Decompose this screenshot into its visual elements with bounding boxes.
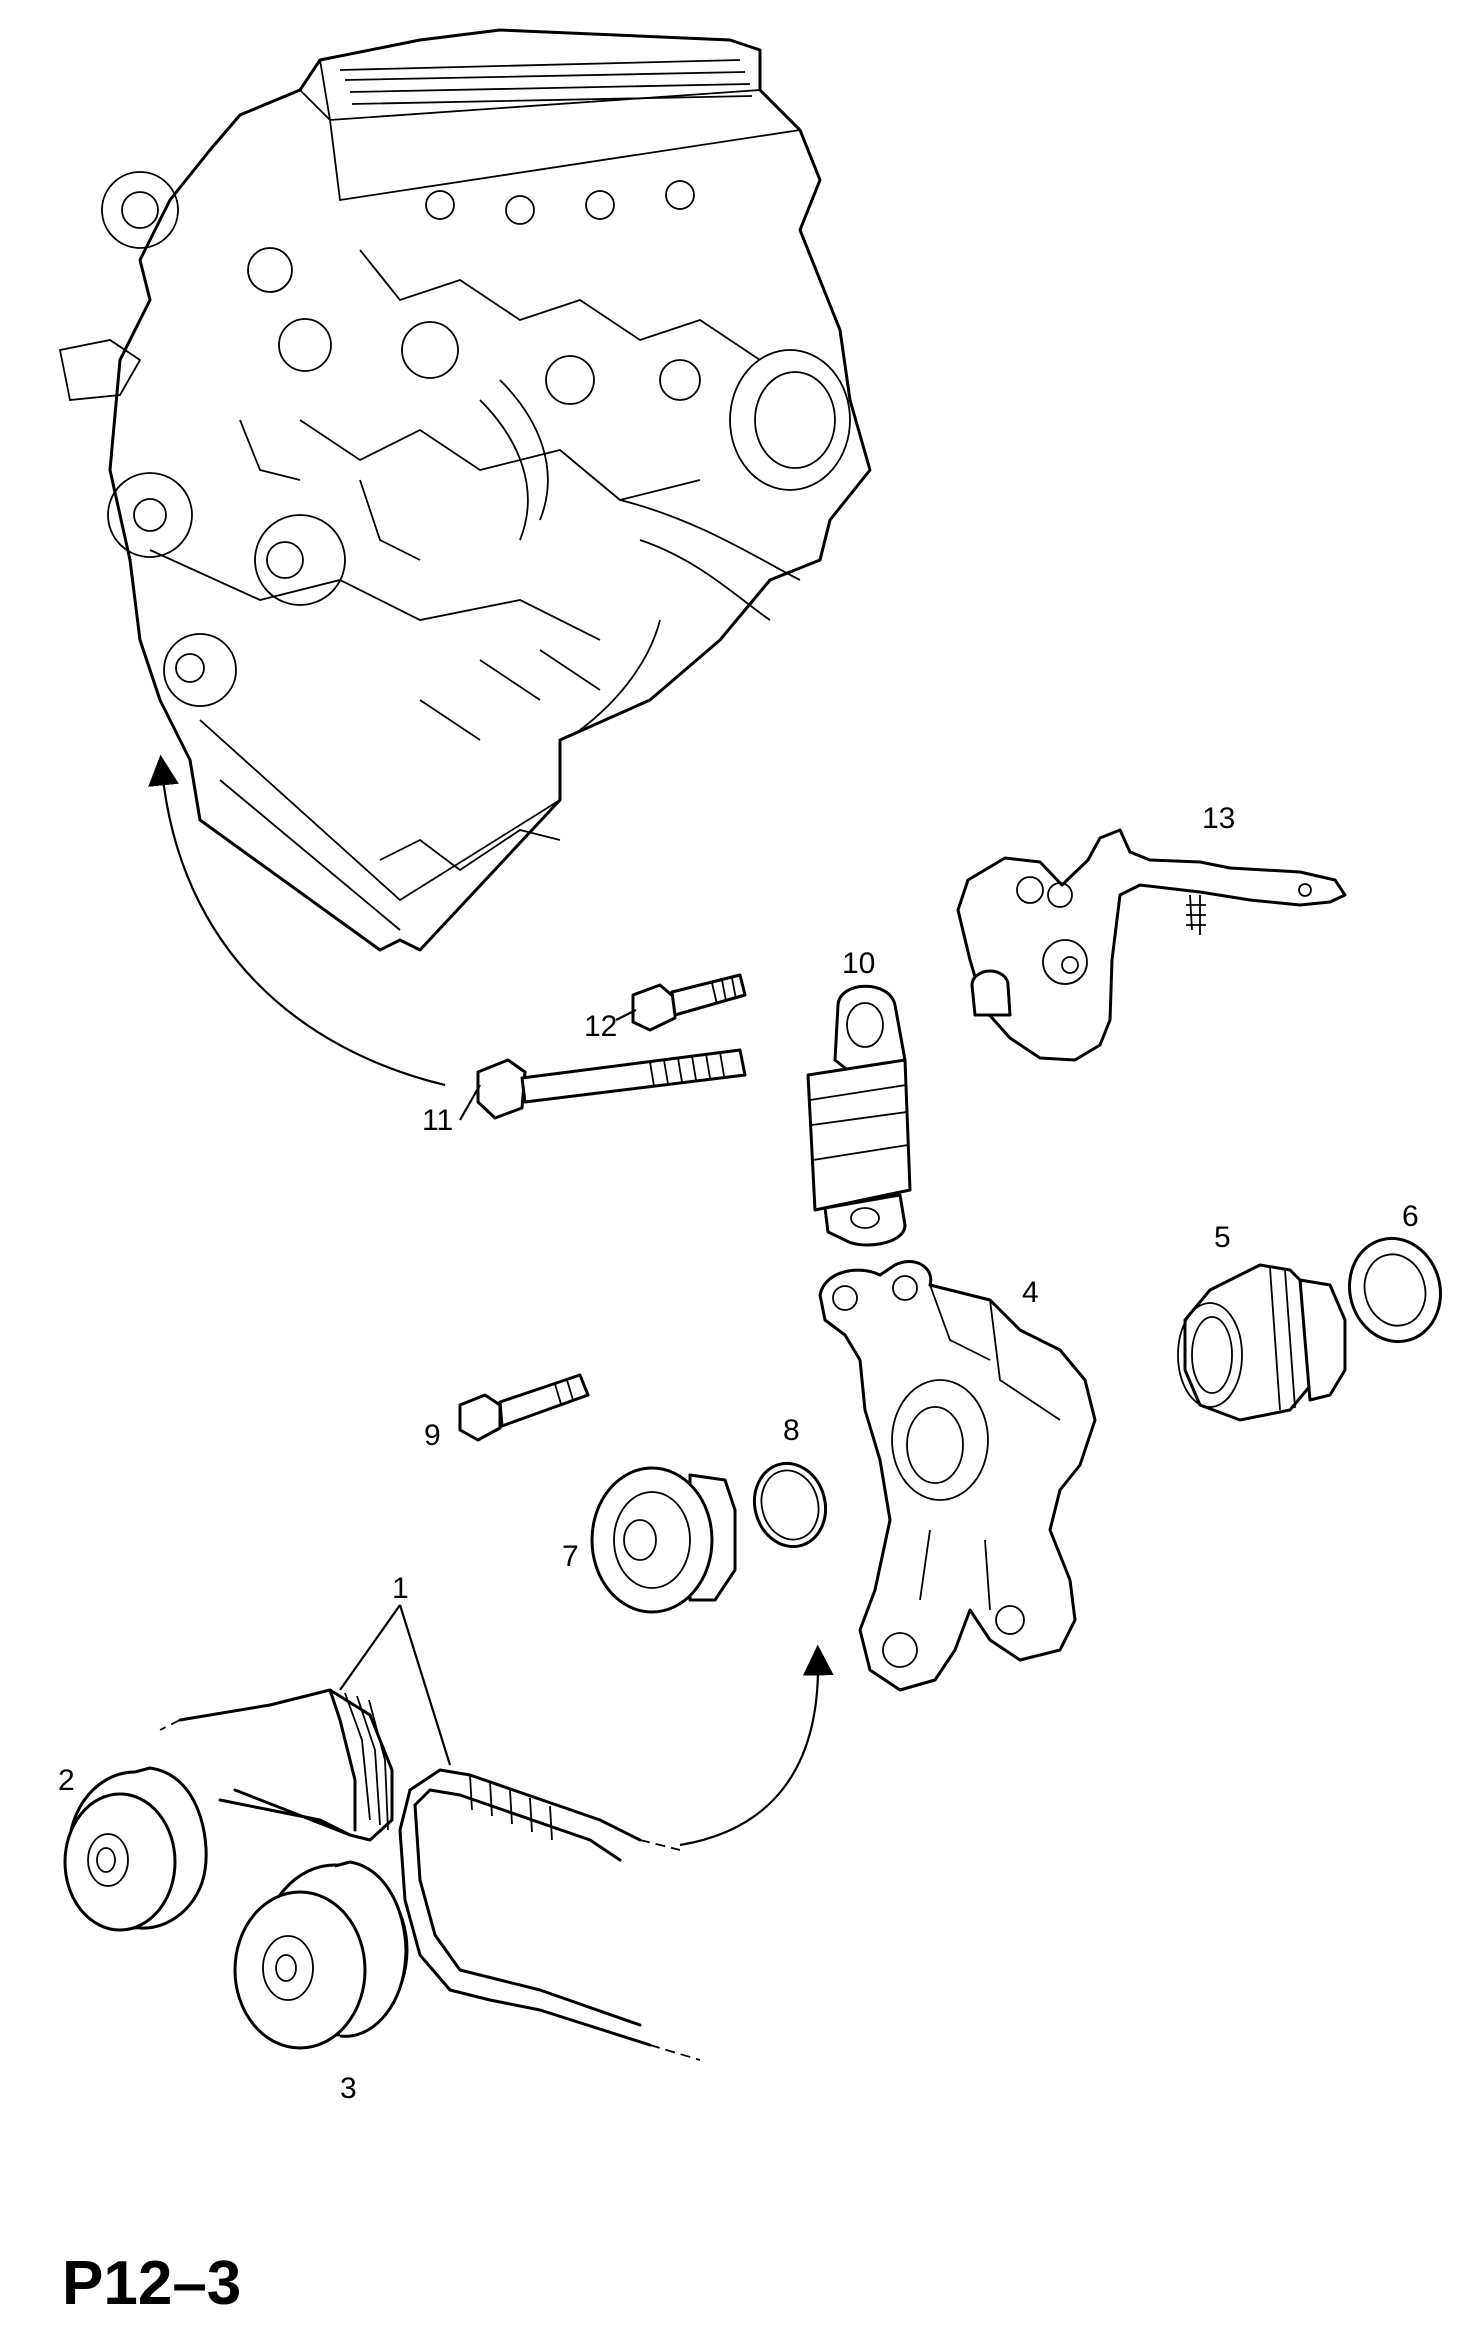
callout-13: 13 xyxy=(1202,802,1235,835)
bolt-11 xyxy=(476,1048,747,1120)
seal-ring-6 xyxy=(1347,1236,1443,1344)
callout-1: 1 xyxy=(392,1572,409,1605)
callout-6: 6 xyxy=(1402,1200,1419,1233)
callout-5: 5 xyxy=(1214,1221,1231,1254)
pulley-2 xyxy=(63,1766,208,1932)
bracket-13 xyxy=(956,828,1347,1062)
callout-8: 8 xyxy=(783,1414,800,1447)
callout-11: 11 xyxy=(422,1104,453,1137)
mounting-arrow-lower xyxy=(679,1644,834,1847)
engine-block xyxy=(58,28,872,952)
damper-10 xyxy=(806,984,912,1247)
callout-3: 3 xyxy=(340,2072,357,2105)
callout-7: 7 xyxy=(562,1540,579,1573)
page-code: P12–3 xyxy=(62,2249,242,2318)
tensioner-arm-4 xyxy=(818,1260,1097,1692)
pulley-7 xyxy=(590,1466,737,1614)
callout-9: 9 xyxy=(424,1419,441,1452)
pulley-3 xyxy=(233,1860,409,2050)
sleeve-5 xyxy=(1177,1263,1347,1422)
callout-4: 4 xyxy=(1022,1276,1039,1309)
belt-1 xyxy=(159,1688,701,2061)
o-ring-8 xyxy=(752,1461,828,1549)
callout-10: 10 xyxy=(842,947,875,980)
bolt-9 xyxy=(458,1373,590,1442)
leader-lines xyxy=(339,1009,637,1766)
callout-12: 12 xyxy=(584,1010,617,1043)
bolt-12 xyxy=(631,973,747,1032)
mounting-arrow-upper xyxy=(148,754,446,1087)
callout-2: 2 xyxy=(58,1764,75,1797)
